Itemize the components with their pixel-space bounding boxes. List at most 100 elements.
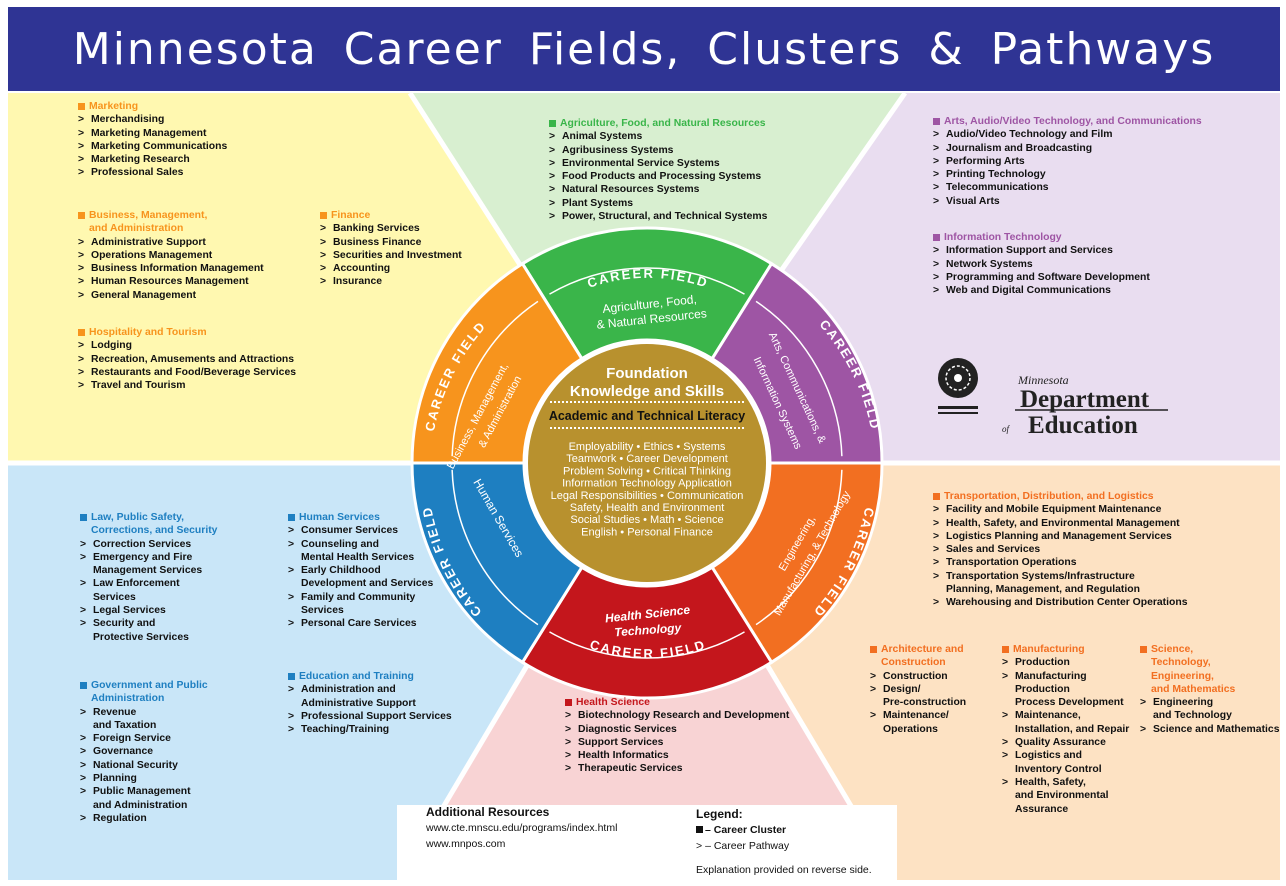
- pathway-marker: >: [1002, 657, 1009, 669]
- cluster-square-icon: [320, 212, 327, 219]
- pathway-label: Transportation Operations: [946, 557, 1077, 569]
- pathway-item: >Counseling and Mental Health Services: [288, 538, 433, 565]
- pathway-item: >Construction: [870, 670, 966, 683]
- pathway-label: Information Support and Services: [946, 245, 1113, 257]
- resource-link-mnpos[interactable]: www.mnpos.com: [426, 838, 506, 850]
- foundation-skill-line: Teamwork • Career Development: [566, 453, 728, 465]
- resource-link-cte[interactable]: www.cte.mnscu.edu/programs/index.html: [426, 822, 618, 834]
- pathway-item: >Network Systems: [933, 258, 1150, 271]
- cluster-title: Law, Public Safety, Corrections, and Sec…: [91, 512, 218, 537]
- pathway-item: >Travel and Tourism: [78, 379, 296, 392]
- pathway-label: Correction Services: [93, 538, 192, 550]
- pathway-label: Planning: [93, 773, 137, 785]
- pathway-label: Personal Care Services: [301, 618, 417, 630]
- pathway-marker: >: [565, 750, 572, 762]
- pathway-marker: >: [933, 504, 940, 516]
- pathway-label: Web and Digital Communications: [946, 285, 1111, 297]
- pathway-marker: >: [933, 597, 940, 609]
- pathway-marker: >: [320, 263, 327, 275]
- pathway-item: >Maintenance/ Operations: [870, 709, 966, 736]
- pathway-label: Banking Services: [333, 223, 420, 235]
- pathway-marker: >: [870, 710, 877, 722]
- cluster-heading: Science, Technology, Engineering, and Ma…: [1140, 643, 1279, 696]
- pathway-marker: >: [870, 683, 877, 695]
- pathway-list: >Construction>Design/ Pre-construction>M…: [870, 670, 966, 736]
- cluster-title: Human Services: [299, 512, 380, 523]
- pathway-item: > Banking Services: [320, 222, 462, 235]
- pathway-item: >Correction Services: [80, 538, 217, 551]
- svg-text:Technology: Technology: [614, 621, 683, 640]
- pathway-list: >Biotechnology Research and Development>…: [565, 709, 789, 775]
- pathway-item: >Engineering and Technology: [1140, 696, 1279, 723]
- pathway-list: >Audio/Video Technology and Film>Journal…: [933, 128, 1202, 208]
- pathway-item: >Insurance: [320, 275, 462, 288]
- pathway-label: Manufacturing Production Process Develop…: [1015, 670, 1124, 709]
- pathway-marker: >: [549, 157, 556, 169]
- pathway-marker: >: [320, 223, 327, 235]
- pathway-item: > Health, Safety, and Environmental Manag…: [933, 517, 1188, 530]
- pathway-marker: >: [933, 129, 940, 141]
- pathway-label: Accounting: [333, 263, 391, 275]
- pathway-label: Visual Arts: [946, 195, 1000, 207]
- pathway-item: >Health Informatics: [565, 749, 789, 762]
- legend-cluster-square-icon: [696, 826, 703, 833]
- pathway-list: >Correction Services>Emergency and Fire …: [80, 538, 217, 644]
- pathway-label: Facility and Mobile Equipment Maintenanc…: [946, 504, 1162, 516]
- resources-title: Additional Resources: [426, 805, 550, 819]
- pathway-item: >Sales and Services: [933, 543, 1188, 556]
- cluster-government: Government and Public Administration>Rev…: [80, 679, 208, 825]
- cluster-square-icon: [288, 673, 295, 680]
- foundation-skill-line: Employability • Ethics • Systems: [569, 441, 726, 453]
- pathway-marker: >: [933, 530, 940, 542]
- pathway-marker: >: [549, 144, 556, 156]
- pathway-marker: >: [288, 724, 295, 736]
- cluster-heading: Transportation, Distribution, and Logist…: [933, 490, 1188, 503]
- mde-logo: Minnesota Department of Education: [938, 358, 1168, 439]
- pathway-list: >Administrative Support>Operations Manag…: [78, 236, 264, 302]
- pathway-item: >Revenue and Taxation: [80, 706, 208, 733]
- cluster-square-icon: [870, 646, 877, 653]
- foundation-skill-line: Problem Solving • Critical Thinking: [563, 465, 731, 477]
- pathway-label: Health, Safety, and Environmental Assura…: [1015, 776, 1109, 815]
- cluster-square-icon: [288, 514, 295, 521]
- cluster-architecture: Architecture and Construction>Constructi…: [870, 643, 966, 736]
- pathway-item: >Natural Resources Systems: [549, 183, 767, 196]
- pathway-item: >Audio/Video Technology and Film: [933, 128, 1202, 141]
- pathway-item: > Legal Services: [80, 604, 217, 617]
- pathway-label: Regulation: [93, 812, 147, 824]
- pathway-marker: >: [565, 763, 572, 775]
- pathway-label: Merchandising: [91, 114, 165, 126]
- cluster-title: Health Science: [576, 697, 650, 708]
- pathway-label: Warehousing and Distribution Center Oper…: [946, 597, 1188, 609]
- cluster-heading: Health Science: [565, 696, 789, 709]
- pathway-label: Agribusiness Systems: [562, 144, 674, 156]
- pathway-marker: >: [78, 366, 85, 378]
- pathway-marker: >: [80, 733, 87, 745]
- pathway-item: >Logistics Planning and Management Servi…: [933, 530, 1188, 543]
- pathway-label: Legal Services: [93, 605, 166, 617]
- pathway-marker: >: [549, 184, 556, 196]
- pathway-label: Lodging: [91, 340, 132, 352]
- legend-marker: >: [696, 840, 703, 852]
- pathway-item: >Recreation, Amusements and Attractions: [78, 353, 296, 366]
- pathway-marker: >: [933, 517, 940, 529]
- pathway-label: Performing Arts: [946, 155, 1025, 167]
- pathway-label: Marketing Management: [91, 127, 207, 139]
- pathway-marker: >: [80, 773, 87, 785]
- pathway-label: Health, Safety, and Environmental Manage…: [946, 517, 1180, 529]
- legend-title: Legend:: [696, 807, 743, 821]
- logo-education: Education: [1028, 412, 1138, 439]
- cluster-heading: Human Services: [288, 511, 433, 524]
- pathway-item: >Power, Structural, and Technical System…: [549, 210, 767, 223]
- pathway-marker: >: [933, 271, 940, 283]
- pathway-label: Maintenance, Installation, and Repair: [1015, 710, 1130, 735]
- pathway-label: Logistics and Inventory Control: [1015, 750, 1102, 775]
- pathway-list: >Revenue and Taxation>Foreign Service>Go…: [80, 706, 208, 826]
- cluster-square-icon: [1002, 646, 1009, 653]
- career-field-wheel: [410, 226, 884, 700]
- cluster-heading: Information Technology: [933, 231, 1150, 244]
- pathway-marker: >: [80, 605, 87, 617]
- pathway-marker: >: [565, 723, 572, 735]
- pathway-item: >Telecommunications: [933, 181, 1202, 194]
- pathway-label: Travel and Tourism: [91, 380, 186, 392]
